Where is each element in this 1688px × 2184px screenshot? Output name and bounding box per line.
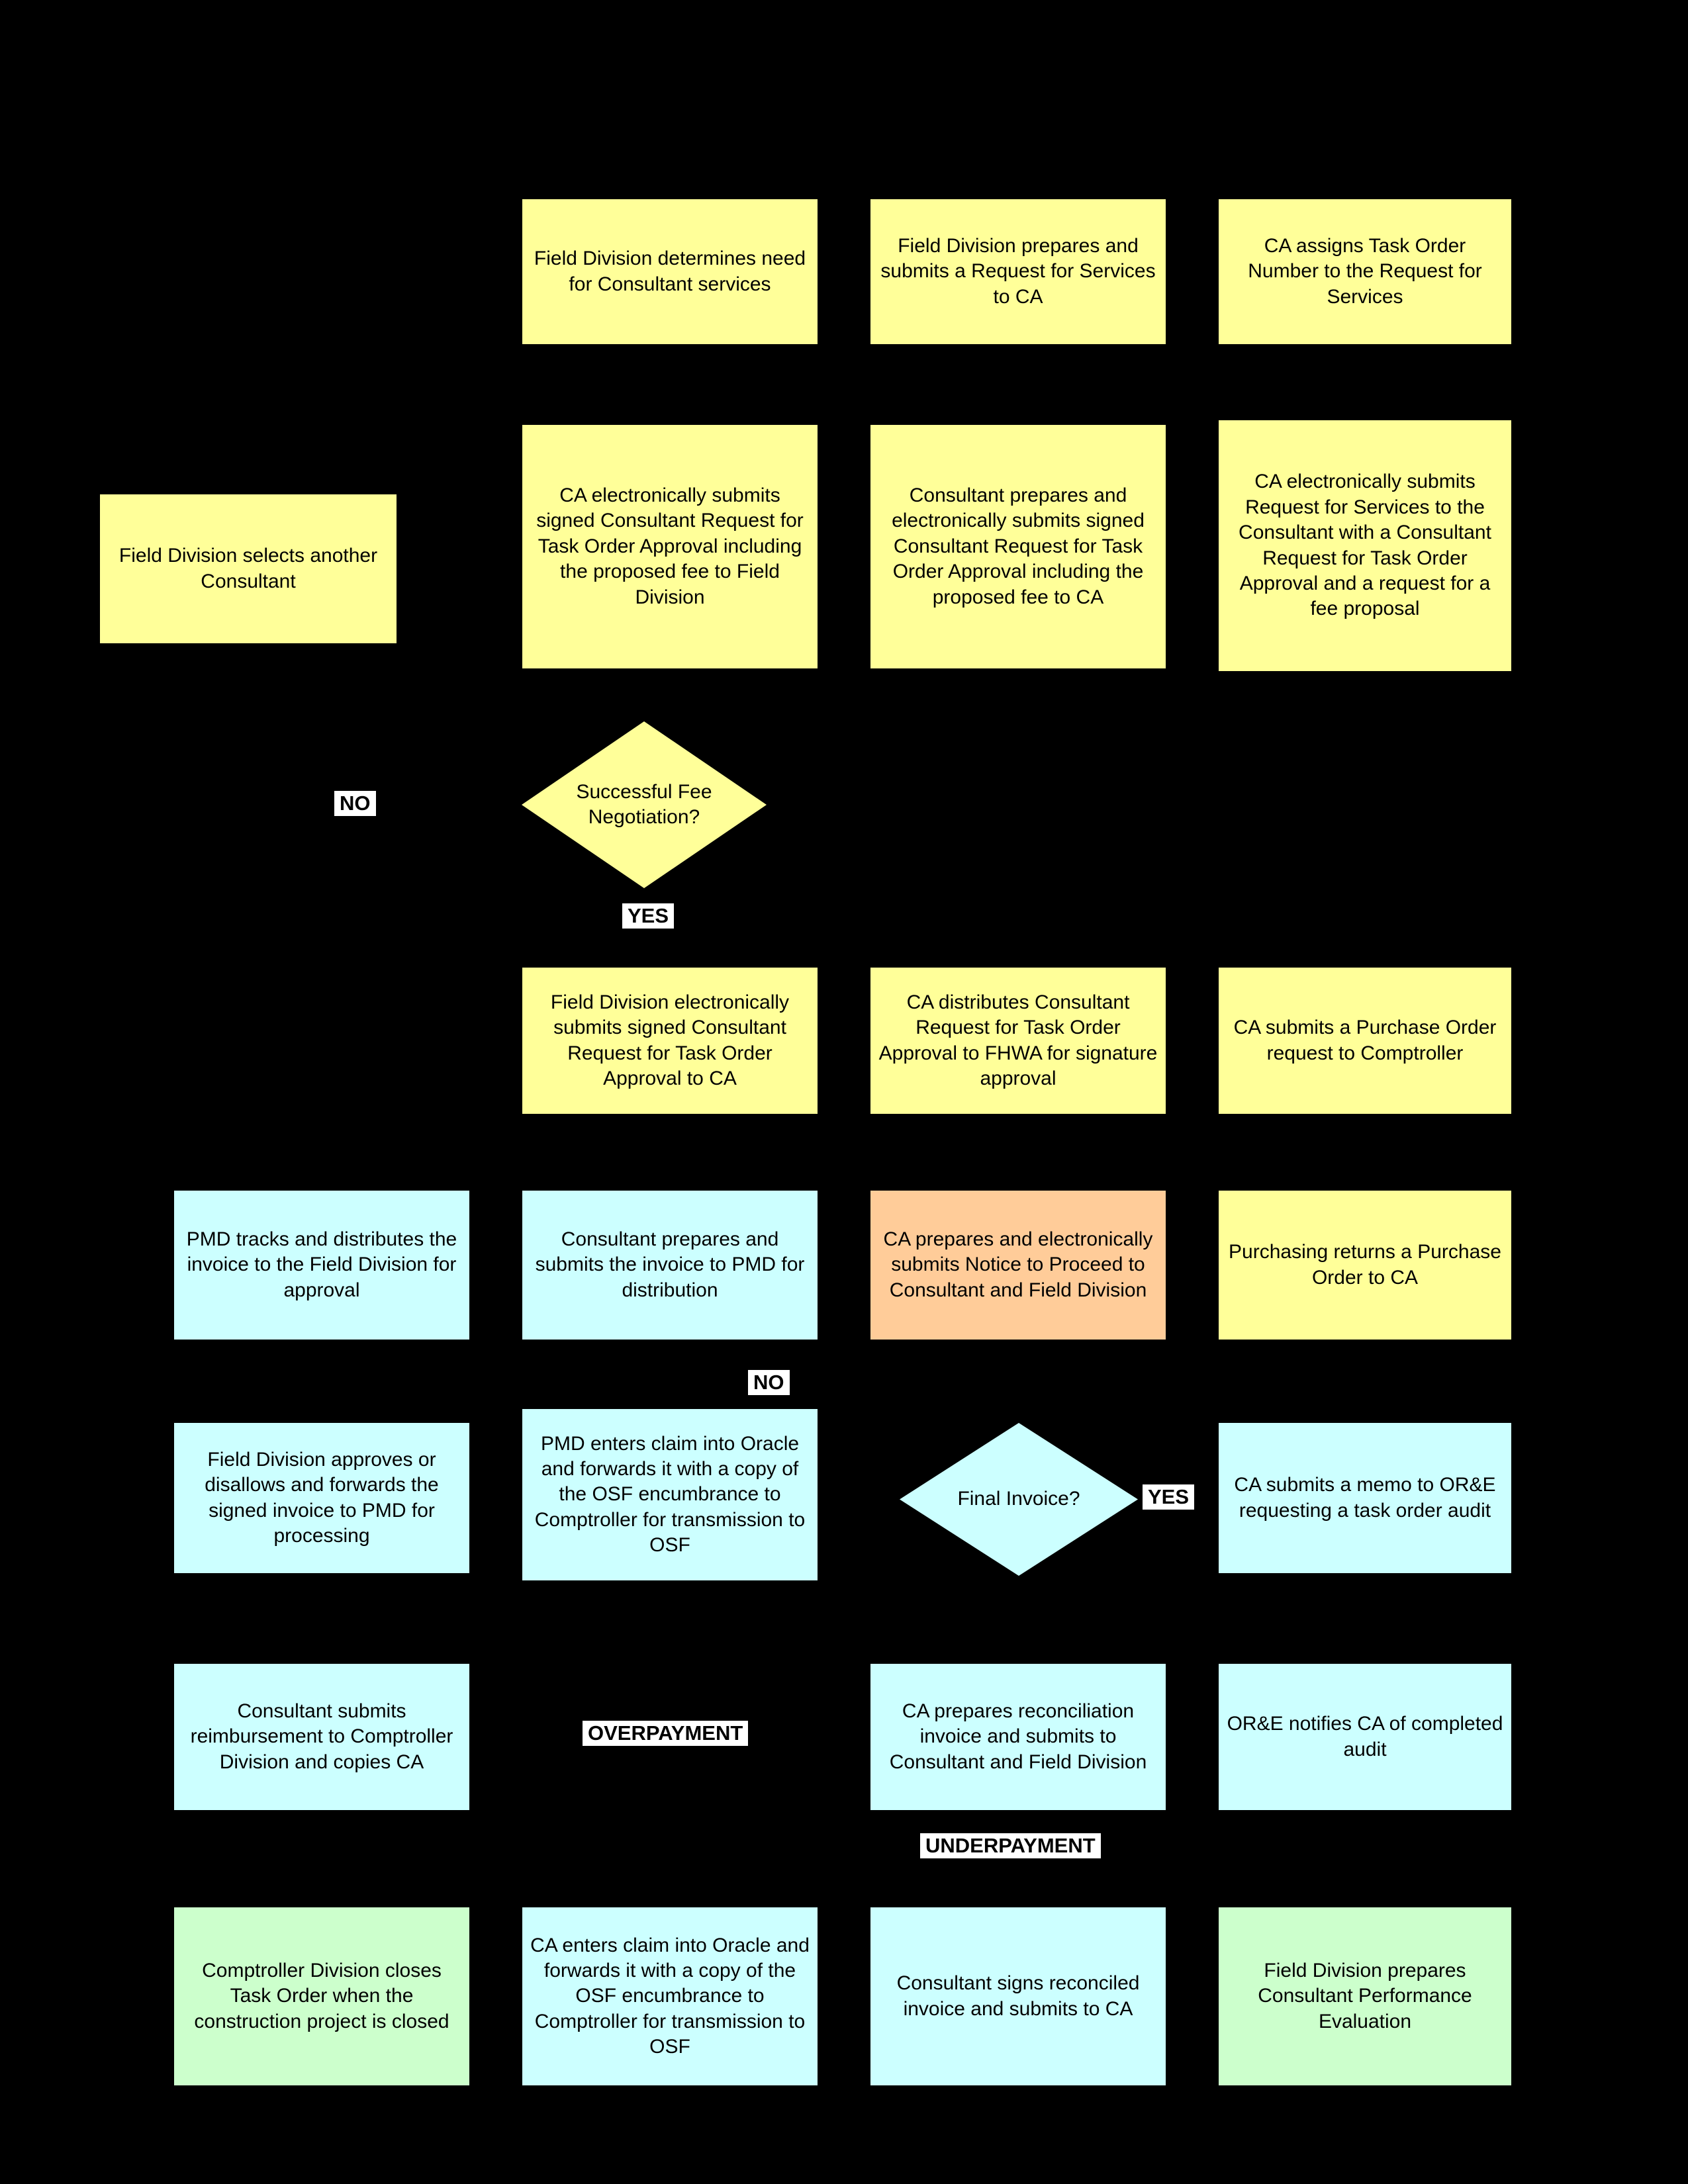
node-comptroller-closes-task-order: Comptroller Division closes Task Order w…: [174, 1907, 469, 2085]
node-field-division-determines-need: Field Division determines need for Consu…: [522, 199, 818, 344]
node-pmd-enters-claim-into-oracle: PMD enters claim into Oracle and forward…: [522, 1409, 818, 1580]
node-consultant-signs-reconciled-invoice: Consultant signs reconciled invoice and …: [870, 1907, 1166, 2085]
node-ca-prepares-reconciliation-invoice: CA prepares reconciliation invoice and s…: [870, 1664, 1166, 1810]
edge-label-yes-fee-negotiation: YES: [622, 903, 675, 929]
decision-final-invoice: Final Invoice?: [900, 1423, 1138, 1576]
decision-final-invoice-label: Final Invoice?: [957, 1488, 1080, 1510]
decision-successful-fee-negotiation-label: Successful Fee Negotiation?: [576, 780, 712, 828]
node-consultant-submits-reimbursement: Consultant submits reimbursement to Comp…: [174, 1664, 469, 1810]
node-purchasing-returns-purchase-order: Purchasing returns a Purchase Order to C…: [1219, 1191, 1511, 1340]
node-ca-distributes-request-to-fhwa: CA distributes Consultant Request for Ta…: [870, 968, 1166, 1114]
edge-label-overpayment: OVERPAYMENT: [583, 1721, 749, 1747]
node-pmd-tracks-distributes-invoice: PMD tracks and distributes the invoice t…: [174, 1191, 469, 1340]
node-field-division-selects-another-consultant: Field Division selects another Consultan…: [100, 494, 397, 643]
node-ca-submits-request-for-services-to-consultant: CA electronically submits Request for Se…: [1219, 420, 1511, 671]
node-ca-submits-purchase-order-request: CA submits a Purchase Order request to C…: [1219, 968, 1511, 1114]
node-ca-submits-signed-request-to-field-division: CA electronically submits signed Consult…: [522, 425, 818, 668]
node-consultant-prepares-submits-invoice: Consultant prepares and submits the invo…: [522, 1191, 818, 1340]
edge-label-no-final-invoice: NO: [748, 1370, 790, 1396]
node-ca-assigns-task-order-number: CA assigns Task Order Number to the Requ…: [1219, 199, 1511, 344]
edge-label-no-fee-negotiation: NO: [334, 791, 376, 817]
node-consultant-prepares-submits-signed-request: Consultant prepares and electronically s…: [870, 425, 1166, 668]
node-ca-memo-ore-task-order-audit: CA submits a memo to OR&E requesting a t…: [1219, 1423, 1511, 1573]
node-ca-enters-claim-into-oracle: CA enters claim into Oracle and forwards…: [522, 1907, 818, 2085]
node-field-division-submits-signed-request-to-ca: Field Division electronically submits si…: [522, 968, 818, 1114]
edge-label-underpayment: UNDERPAYMENT: [920, 1833, 1101, 1859]
node-field-division-prepares-request: Field Division prepares and submits a Re…: [870, 199, 1166, 344]
node-field-division-performance-evaluation: Field Division prepares Consultant Perfo…: [1219, 1907, 1511, 2085]
node-ca-notice-to-proceed: CA prepares and electronically submits N…: [870, 1191, 1166, 1340]
decision-successful-fee-negotiation: Successful Fee Negotiation?: [522, 721, 767, 888]
edge-label-yes-final-invoice: YES: [1143, 1484, 1195, 1510]
node-field-division-approves-disallows-invoice: Field Division approves or disallows and…: [174, 1423, 469, 1573]
node-ore-notifies-ca-completed-audit: OR&E notifies CA of completed audit: [1219, 1664, 1511, 1810]
